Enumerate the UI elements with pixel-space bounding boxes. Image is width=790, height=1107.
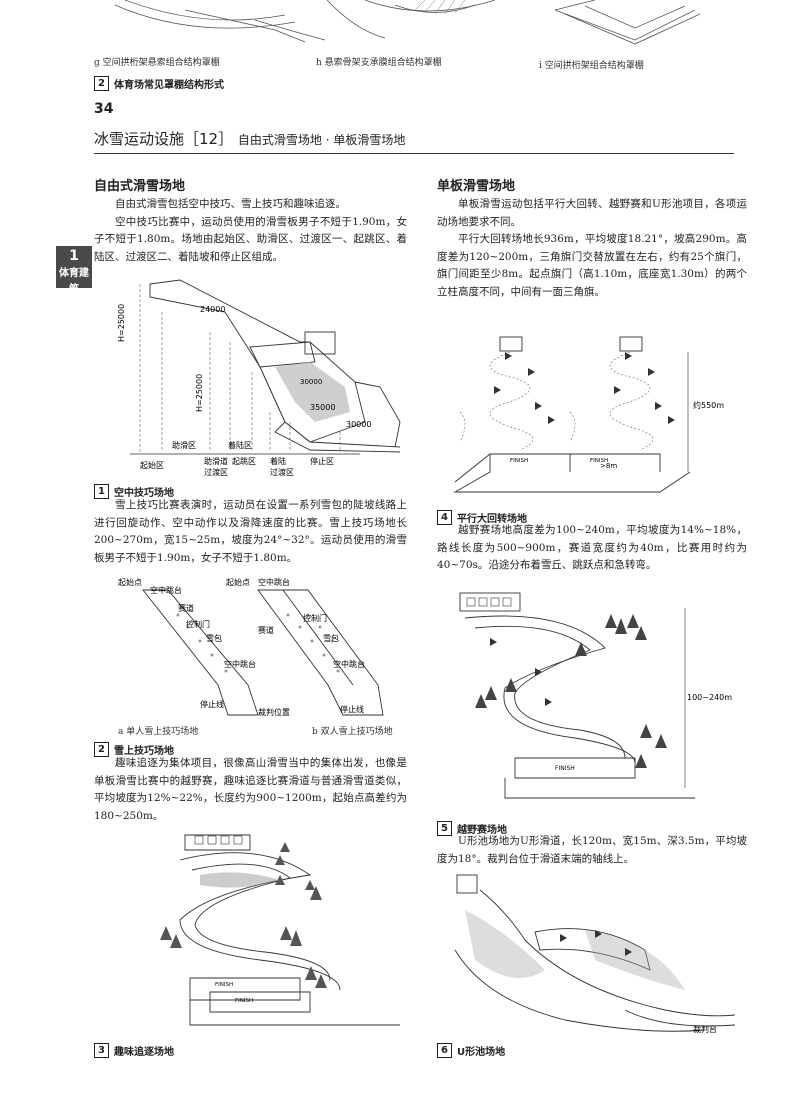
figure-number: 5 <box>437 821 452 836</box>
right-paragraph-2: 平行大回转场地长936m，平均坡度18.21°，坡高290m。高度差为120~2… <box>437 233 747 298</box>
chapter-side-tab: 1 体育建筑 <box>56 246 92 295</box>
figure-4-caption: 4 平行大回转场地 <box>437 507 527 526</box>
figure-3-caption: 3 趣味追逐场地 <box>94 1040 174 1059</box>
snowboard-cross-diagram: 100~240m FINISH <box>459 592 732 799</box>
figure-number: 2 <box>94 76 109 91</box>
ski-cross-finish-2: FINISH <box>235 998 253 1004</box>
label-judge: 裁判位置 <box>258 707 290 717</box>
label-jump-a: 空中跳台 <box>150 585 182 595</box>
page-number: 34 <box>94 101 114 117</box>
label-bump-a: 雪包 <box>206 633 222 643</box>
figure-5-caption: 5 越野赛场地 <box>437 818 507 837</box>
halfpipe-diagram: 裁判台 <box>454 874 736 1034</box>
chapter-label: 体育建筑 <box>59 268 89 295</box>
figure-2-caption: 2 雪上技巧场地 <box>94 739 174 758</box>
top-structure-illustrations <box>114 0 701 45</box>
dim-d3: 35000 <box>310 403 335 412</box>
dim-h2: H=25000 <box>195 374 204 412</box>
figure-number: 2 <box>94 742 109 757</box>
zone-landing: 着陆区 <box>228 440 252 450</box>
moguls-sub-b: b 双人雪上技巧场地 <box>312 727 393 737</box>
gs-dim: 约550m <box>693 400 724 410</box>
label-stop-a: 停止线 <box>200 699 224 709</box>
figure-6-caption: 6 U形池场地 <box>437 1040 505 1059</box>
halfpipe-judge: 裁判台 <box>693 1024 717 1034</box>
moguls-sub-a: a 单人雪上技巧场地 <box>118 727 199 737</box>
left-paragraph-2: 空中技巧比赛中，运动员使用的滑雪板男子不短于1.90m，女子不短于1.80m。场… <box>94 215 407 263</box>
right-paragraph-3: 越野赛场地高度差为100~240m，平均坡度为14%~18%，路线长度为500~… <box>437 524 747 571</box>
label-start-b: 起始点 <box>226 577 250 587</box>
label-course-b: 赛道 <box>258 625 274 635</box>
figure-caption-text: 空中技巧场地 <box>114 488 174 499</box>
figure-number: 6 <box>437 1043 452 1058</box>
label-bump-b: 雪包 <box>323 633 339 643</box>
figure-caption-text: 趣味追逐场地 <box>114 1047 174 1058</box>
top-figure-caption: 2 体育场常见罩棚结构形式 <box>94 73 224 92</box>
skicross-text: 趣味追逐为集体项目，很像高山滑雪当中的集体出发，也像是单板滑雪比赛中的越野赛，趣… <box>94 755 407 825</box>
moguls-text: 雪上技巧比赛表演时，运动员在设置一系列雪包的陡坡线路上进行回旋动作、空中动作以及… <box>94 497 407 567</box>
label-stop-b: 停止线 <box>340 704 364 714</box>
caption-g: g 空间拱桁架悬索组合结构罩棚 <box>94 58 220 68</box>
figure-number: 3 <box>94 1043 109 1058</box>
right-paragraph-4: U形池场地为U形滑道，长120m、宽15m、深3.5m，平均坡度为18°。裁判台… <box>437 835 747 865</box>
gs-finish-1: FINISH <box>510 458 528 464</box>
label-jump-b: 空中跳台 <box>258 577 290 587</box>
left-heading: 自由式滑雪场地 <box>94 179 186 194</box>
cross-dim: 100~240m <box>687 693 732 702</box>
left-intro-text: 自由式滑雪包括空中技巧、雪上技巧和趣味追逐。 空中技巧比赛中，运动员使用的滑雪板… <box>94 196 407 266</box>
parallel-gs-diagram: 约550m >8m FINISH FINISH <box>453 336 724 493</box>
zone-start: 起始区 <box>140 460 164 470</box>
header-subtitle: 自由式滑雪场地 · 单板滑雪场地 <box>237 133 406 147</box>
snowboardcross-text: 越野赛场地高度差为100~240m，平均坡度为14%~18%，路线长度为500~… <box>437 522 747 575</box>
left-paragraph-3: 雪上技巧比赛表演时，运动员在设置一系列雪包的陡坡线路上进行回旋动作、空中动作以及… <box>94 499 407 564</box>
label-course-a: 赛道 <box>178 603 194 613</box>
left-paragraph-1: 自由式滑雪包括空中技巧、雪上技巧和趣味追逐。 <box>115 198 346 210</box>
figure-caption-text: 体育场常见罩棚结构形式 <box>114 80 224 91</box>
dim-d4: 30000 <box>346 420 371 429</box>
label-gate-b: 控制门 <box>303 613 327 623</box>
label-start-a: 起始点 <box>118 577 142 587</box>
ski-cross-finish-1: FINISH <box>215 982 233 988</box>
figure-number: 1 <box>94 484 109 499</box>
figure-caption-text: 越野赛场地 <box>457 825 507 836</box>
gs-gap: >8m <box>600 462 617 470</box>
ski-cross-diagram: FINISH FINISH <box>160 834 400 1026</box>
zone-inrun: 助滑区 <box>172 440 196 450</box>
page-header: 冰雪运动设施［12］ 自由式滑雪场地 · 单板滑雪场地 <box>94 128 405 149</box>
halfpipe-text: U形池场地为U形滑道，长120m、宽15m、深3.5m，平均坡度为18°。裁判台… <box>437 833 747 868</box>
right-intro-text: 单板滑雪运动包括平行大回转、越野赛和U形池项目，各项运动场地要求不同。 平行大回… <box>437 196 747 301</box>
header-rule <box>94 153 734 154</box>
moguls-diagram: 起始点 空中跳台 赛道 控制门 雪包 空中跳台 停止线 起始点 空中跳台 控制门… <box>118 577 384 717</box>
label-gate-a: 控制门 <box>186 619 210 629</box>
dim-h1: H=25000 <box>117 304 126 342</box>
figure-caption-text: 平行大回转场地 <box>457 514 527 525</box>
chapter-number: 1 <box>69 248 79 264</box>
aerial-site-diagram: H=25000 H=25000 24000 30000 35000 30000 … <box>117 279 401 477</box>
zone-stop: 停止区 <box>310 456 334 466</box>
zone-transition-2: 过渡区 <box>270 467 294 477</box>
zone-takeoff: 起跳区 <box>232 456 256 466</box>
zone-transition-1: 过渡区 <box>204 467 228 477</box>
right-heading: 单板滑雪场地 <box>437 179 516 194</box>
dim-d1: 24000 <box>200 305 225 314</box>
figure-caption-text: 雪上技巧场地 <box>114 746 174 757</box>
figure-caption-text: U形池场地 <box>457 1047 506 1058</box>
label-jump2-b: 空中跳台 <box>333 659 365 669</box>
left-paragraph-4: 趣味追逐为集体项目，很像高山滑雪当中的集体出发，也像是单板滑雪比赛中的越野赛，趣… <box>94 757 407 822</box>
caption-h: h 悬索骨架支承膜组合结构罩棚 <box>316 58 442 68</box>
zone-inrun-track: 助滑道 <box>204 456 228 466</box>
label-jump2-a: 空中跳台 <box>224 659 256 669</box>
cross-finish: FINISH <box>555 765 575 772</box>
zone-landing-2: 着陆 <box>270 456 286 466</box>
header-title: 冰雪运动设施［12］ <box>94 130 234 148</box>
caption-i: i 空间拱桁架组合结构罩棚 <box>539 61 644 71</box>
right-paragraph-1: 单板滑雪运动包括平行大回转、越野赛和U形池项目，各项运动场地要求不同。 <box>437 198 747 228</box>
gs-finish-2: FINISH <box>590 458 608 464</box>
dim-d2: 30000 <box>300 378 322 386</box>
figure-1-caption: 1 空中技巧场地 <box>94 481 174 500</box>
figure-number: 4 <box>437 510 452 525</box>
